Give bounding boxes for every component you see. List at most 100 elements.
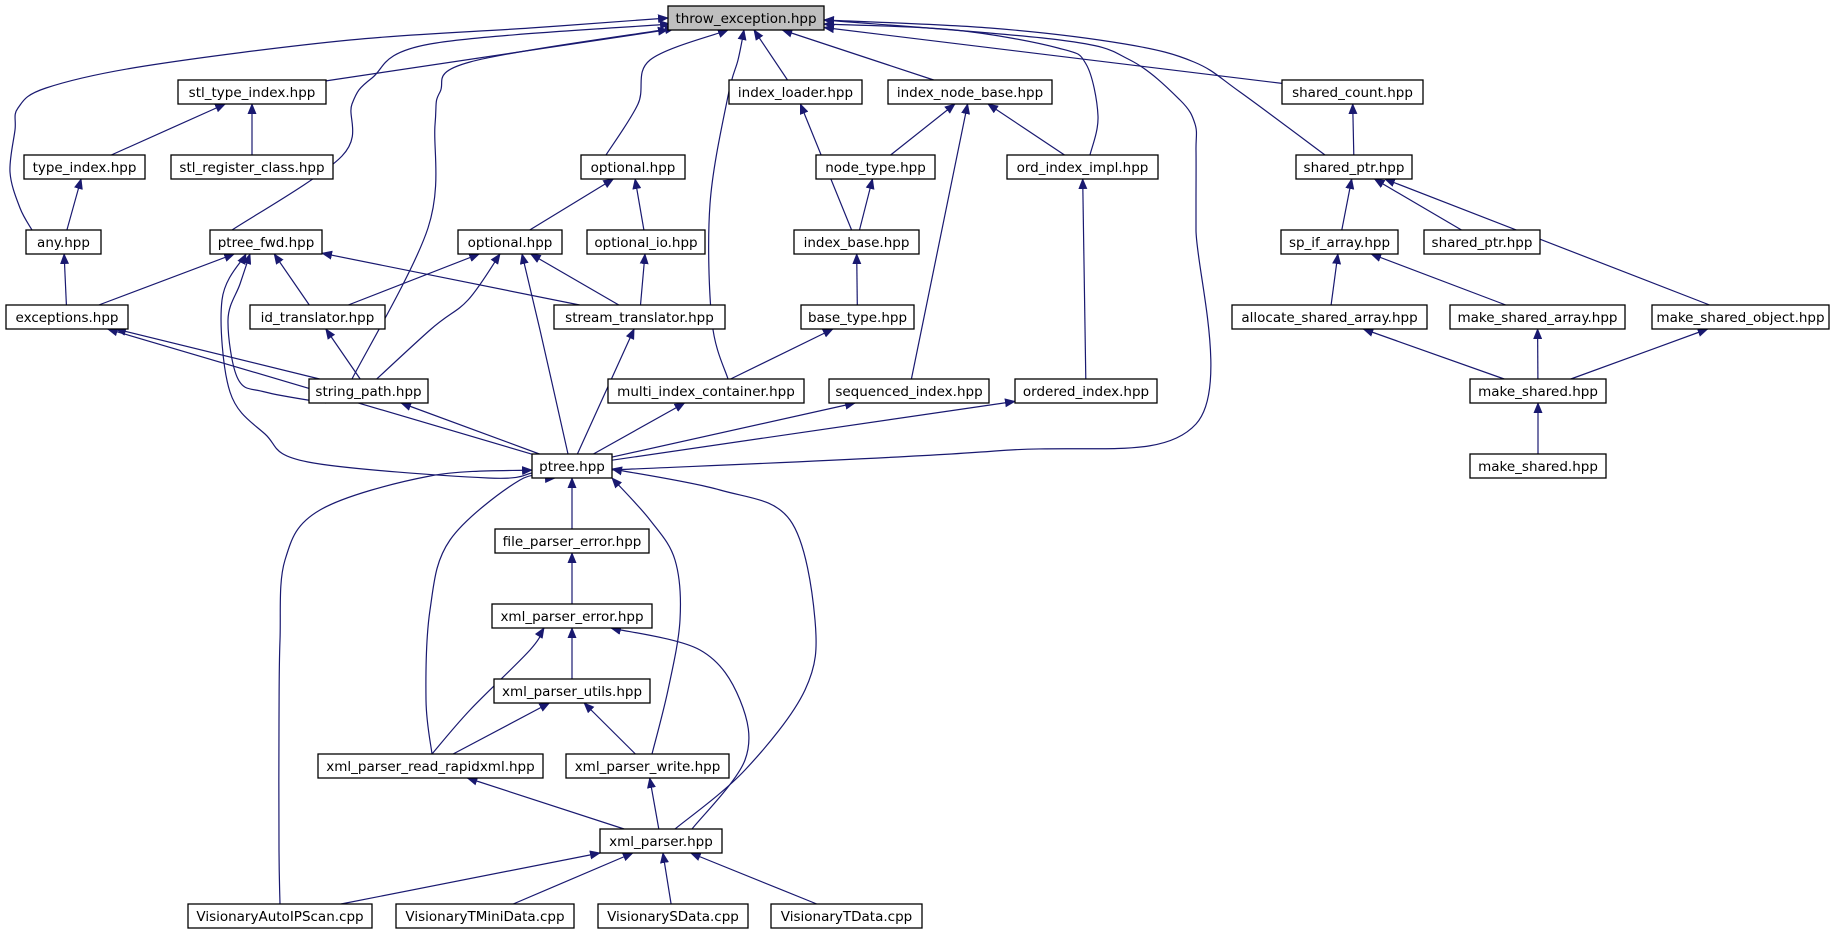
- edge-ptree-to-ptree_fwd: [220, 253, 533, 479]
- node-stl-type-index[interactable]: stl_type_index.hpp: [177, 79, 327, 105]
- node-make-shared2[interactable]: make_shared.hpp: [1469, 453, 1607, 479]
- node-throw[interactable]: throw_exception.hpp: [667, 5, 825, 31]
- node-multi-index-container[interactable]: multi_index_container.hpp: [607, 378, 805, 404]
- node-ordered-index[interactable]: ordered_index.hpp: [1014, 378, 1158, 404]
- node-box: [493, 678, 651, 704]
- node-stream-translator[interactable]: stream_translator.hpp: [553, 304, 726, 330]
- edge-sp_if_array-to-shared_ptr1: [1341, 178, 1355, 231]
- edge-stream_translator-to-optional_io: [639, 253, 649, 306]
- node-index-base[interactable]: index_base.hpp: [793, 229, 920, 255]
- node-xml-parser-utils[interactable]: xml_parser_utils.hpp: [493, 678, 651, 704]
- node-box: [1651, 304, 1830, 330]
- node-make-shared-array[interactable]: make_shared_array.hpp: [1449, 304, 1626, 330]
- node-label: multi_index_container.hpp: [617, 384, 795, 400]
- node-box: [249, 304, 386, 330]
- node-label: ptree.hpp: [539, 459, 605, 475]
- node-box: [770, 903, 923, 929]
- node-VisionaryTData[interactable]: VisionaryTData.cpp: [770, 903, 923, 929]
- node-box: [553, 304, 726, 330]
- edge-id_translator-to-optional2: [348, 253, 481, 306]
- node-ptree[interactable]: ptree.hpp: [531, 453, 613, 479]
- node-label: ptree_fwd.hpp: [218, 235, 315, 251]
- node-label: stl_register_class.hpp: [179, 160, 324, 176]
- node-shared-ptr2[interactable]: shared_ptr.hpp: [1423, 229, 1541, 255]
- edge-xml_parser_write-to-xml_parser_utils: [583, 702, 636, 755]
- node-label: sp_if_array.hpp: [1289, 235, 1390, 251]
- node-label: base_type.hpp: [808, 310, 907, 326]
- node-any[interactable]: any.hpp: [25, 229, 102, 255]
- node-VisionaryAutoIPScan[interactable]: VisionaryAutoIPScan.cpp: [187, 903, 373, 929]
- edge-xml_parser-to-xml_parser_error: [610, 626, 750, 830]
- node-box: [25, 229, 102, 255]
- node-base-type[interactable]: base_type.hpp: [800, 304, 915, 330]
- node-box: [491, 603, 653, 629]
- node-file-parser-error[interactable]: file_parser_error.hpp: [494, 528, 650, 554]
- edge-optional1-to-throw: [605, 29, 729, 156]
- node-VisionaryTMiniData[interactable]: VisionaryTMiniData.cpp: [395, 903, 575, 929]
- edge-string_path-to-ptree_fwd: [227, 253, 327, 404]
- node-ptree-fwd[interactable]: ptree_fwd.hpp: [209, 229, 323, 255]
- node-optional-io[interactable]: optional_io.hpp: [586, 229, 706, 255]
- node-box: [597, 903, 749, 929]
- edge-exceptions-to-ptree_fwd: [98, 253, 236, 306]
- node-label: optional.hpp: [591, 160, 676, 176]
- node-label: shared_count.hpp: [1292, 85, 1413, 101]
- node-index-loader[interactable]: index_loader.hpp: [728, 79, 863, 105]
- node-stl-register-class[interactable]: stl_register_class.hpp: [170, 154, 334, 180]
- node-label: file_parser_error.hpp: [503, 534, 642, 550]
- node-box: [1295, 154, 1413, 180]
- edge-any-to-throw: [9, 14, 669, 231]
- edge-multi_index_container-to-base_type: [730, 328, 834, 380]
- node-label: make_shared.hpp: [1478, 459, 1598, 475]
- node-xml-parser-error[interactable]: xml_parser_error.hpp: [491, 603, 653, 629]
- node-xml-parser-write[interactable]: xml_parser_write.hpp: [565, 753, 730, 779]
- node-label: optional_io.hpp: [594, 235, 697, 251]
- edge-make_shared_object-to-shared_ptr1: [1383, 178, 1710, 306]
- node-box: [800, 304, 915, 330]
- edge-string_path-to-throw: [351, 25, 676, 380]
- edge-xml_parser_read_rapidxml-to-ptree: [425, 474, 556, 755]
- node-label: sequenced_index.hpp: [835, 384, 982, 400]
- node-box: [1469, 378, 1607, 404]
- node-shared-count[interactable]: shared_count.hpp: [1281, 79, 1424, 105]
- node-label: xml_parser_error.hpp: [500, 609, 643, 625]
- node-shared-ptr1[interactable]: shared_ptr.hpp: [1295, 154, 1413, 180]
- edge-index_node_base-to-throw: [781, 28, 934, 81]
- node-sp-if-array[interactable]: sp_if_array.hpp: [1280, 229, 1399, 255]
- node-optional1[interactable]: optional.hpp: [580, 154, 686, 180]
- node-exceptions[interactable]: exceptions.hpp: [5, 304, 129, 330]
- node-label: id_translator.hpp: [261, 310, 375, 326]
- edge-xml_parser-to-xml_parser_write: [647, 777, 660, 830]
- node-label: exceptions.hpp: [16, 310, 119, 326]
- node-string-path[interactable]: string_path.hpp: [308, 378, 429, 404]
- node-id-translator[interactable]: id_translator.hpp: [249, 304, 386, 330]
- node-label: make_shared_array.hpp: [1457, 310, 1617, 326]
- node-label: make_shared.hpp: [1478, 384, 1598, 400]
- node-allocate-shared-array[interactable]: allocate_shared_array.hpp: [1231, 304, 1428, 330]
- node-VisionarySData[interactable]: VisionarySData.cpp: [597, 903, 749, 929]
- node-node-type[interactable]: node_type.hpp: [815, 154, 936, 180]
- node-label: xml_parser_utils.hpp: [502, 684, 642, 700]
- node-label: index_loader.hpp: [738, 85, 853, 101]
- node-sequenced-index[interactable]: sequenced_index.hpp: [828, 378, 990, 404]
- node-box: [565, 753, 730, 779]
- node-box: [599, 828, 723, 854]
- edge-make_shared1-to-allocate_shared_array: [1362, 328, 1505, 380]
- node-box: [5, 304, 129, 330]
- node-label: throw_exception.hpp: [675, 11, 816, 27]
- node-xml-parser[interactable]: xml_parser.hpp: [599, 828, 723, 854]
- node-box: [317, 753, 544, 779]
- edge-id_translator-to-ptree_fwd: [273, 253, 310, 306]
- node-label: VisionaryAutoIPScan.cpp: [196, 909, 363, 925]
- node-box: [531, 453, 613, 479]
- node-ord-index-impl[interactable]: ord_index_impl.hpp: [1006, 154, 1159, 180]
- node-type-index[interactable]: type_index.hpp: [23, 154, 146, 180]
- node-optional2[interactable]: optional.hpp: [457, 229, 563, 255]
- node-make-shared-object[interactable]: make_shared_object.hpp: [1651, 304, 1830, 330]
- node-index-node-base[interactable]: index_node_base.hpp: [887, 79, 1053, 105]
- node-make-shared1[interactable]: make_shared.hpp: [1469, 378, 1607, 404]
- node-box: [580, 154, 686, 180]
- node-xml-parser-read-rapidxml[interactable]: xml_parser_read_rapidxml.hpp: [317, 753, 544, 779]
- node-label: xml_parser_write.hpp: [575, 759, 721, 775]
